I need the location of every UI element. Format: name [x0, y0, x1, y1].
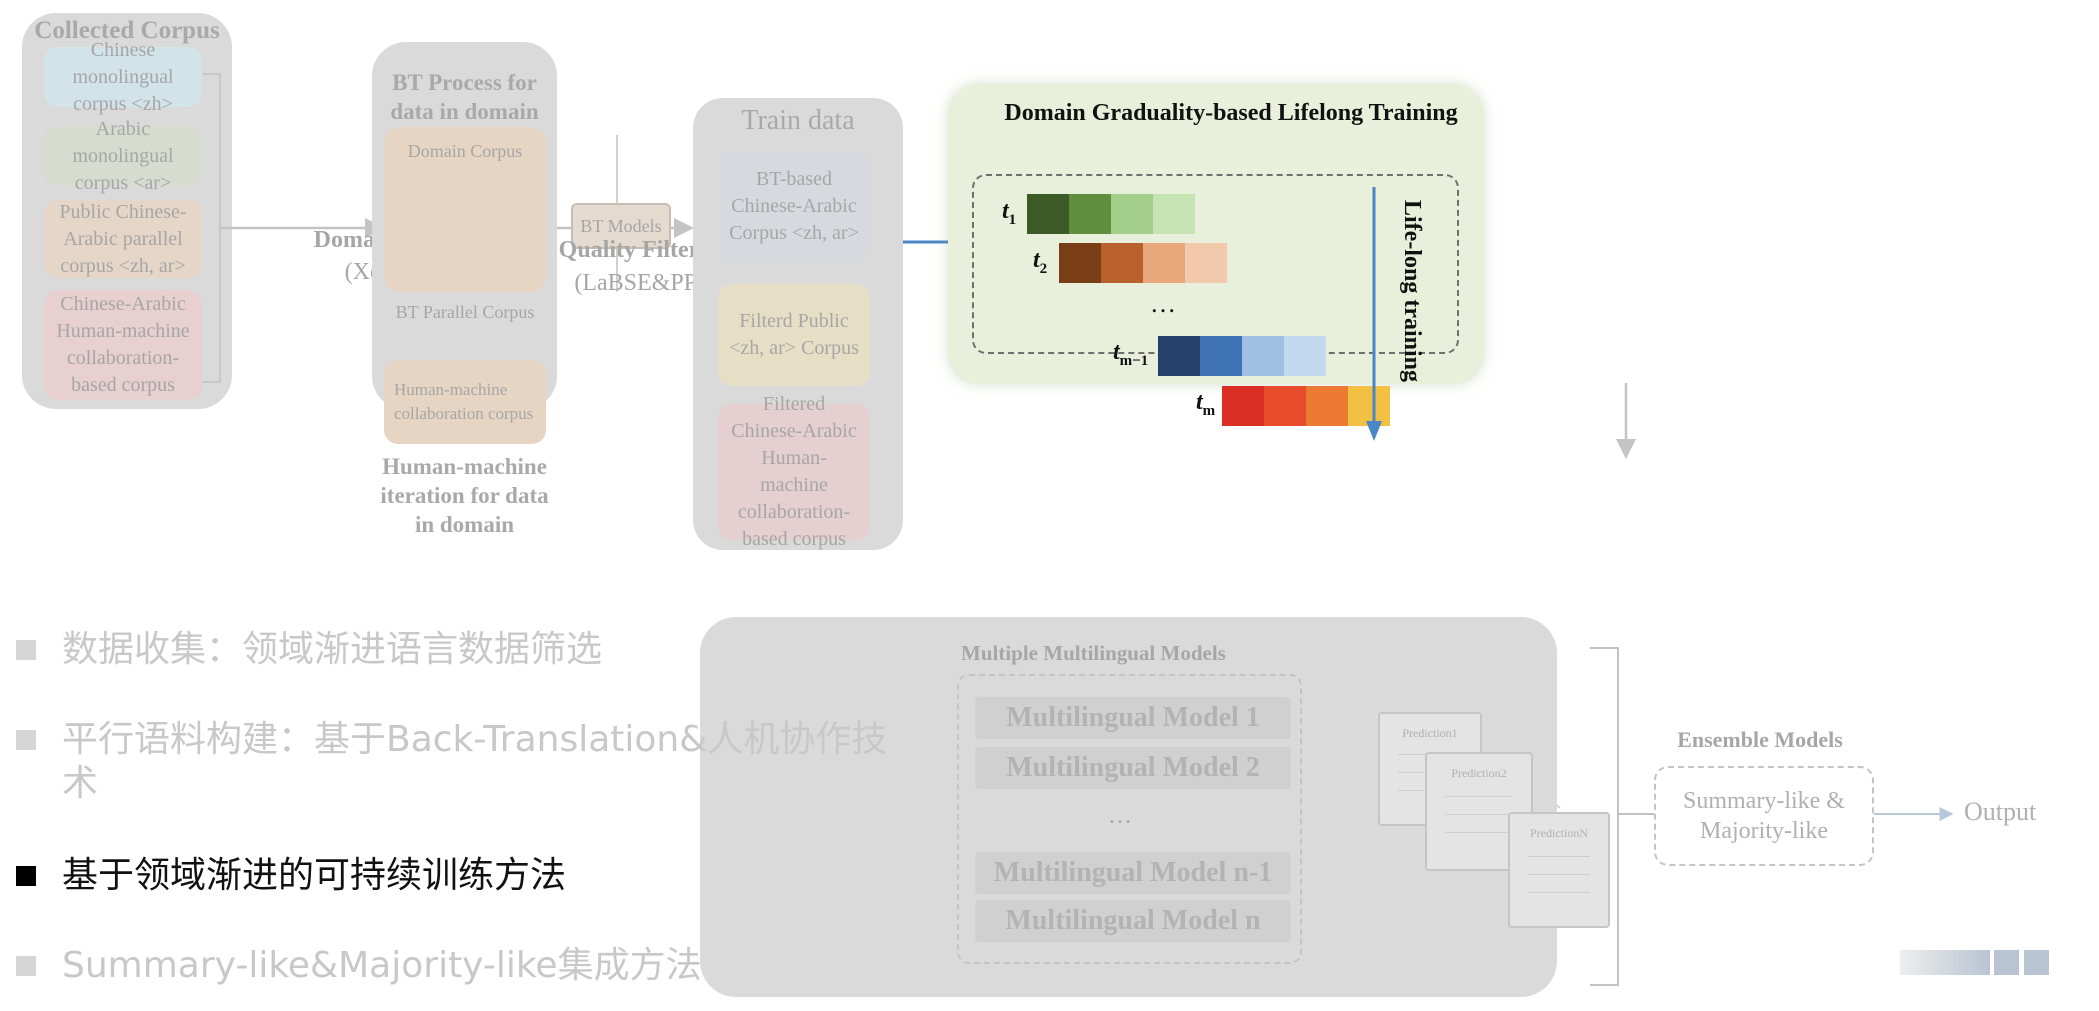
bt-parallel-corpus: BT Parallel Corpus: [395, 302, 535, 322]
filtered-public-box: Filterd Public <zh, ar> Corpus: [718, 284, 870, 386]
output-label: Output: [1964, 797, 2037, 826]
bullet-4-marker: [16, 956, 36, 976]
tm-symbol: t: [1196, 389, 1203, 415]
ensemble-title: Ensemble Models: [1677, 727, 1843, 752]
hm-collab-box: Chinese-Arabic Human-machine collaborati…: [44, 290, 202, 400]
tm-cell-2: [1264, 386, 1306, 426]
t2-subscript: 2: [1039, 260, 1048, 277]
collected-corpus-title: Collected Corpus: [34, 17, 220, 44]
bullet-3-marker: [16, 866, 36, 886]
t2-cell-3: [1143, 243, 1185, 283]
ensemble-group-title: Multiple Multilingual Models: [961, 641, 1226, 665]
public-parallel-box: Public Chinese-Arabic parallel corpus <z…: [44, 200, 202, 278]
tm1-cell-1: [1158, 336, 1200, 376]
tm-subscript: m: [1202, 402, 1216, 419]
tm1-label: tm−1: [1113, 339, 1148, 370]
t2-cell-2: [1101, 243, 1143, 283]
bt-based-corpus-box: BT-based Chinese-Arabic Corpus <zh, ar>: [718, 150, 870, 262]
bullet-2-marker: [16, 730, 36, 750]
prediction-2-label: Prediction2: [1451, 766, 1507, 780]
bt-inner-box: [384, 127, 546, 292]
filtered-hm-box: Filtered Chinese-Arabic Human-machine co…: [718, 393, 870, 550]
t2-cell-1: [1059, 243, 1101, 283]
t1-label: t1: [1002, 198, 1016, 229]
prediction-n-label: PredictionN: [1530, 826, 1588, 840]
t2-label: t2: [1033, 247, 1047, 278]
tm-cell-1: [1222, 386, 1264, 426]
lifelong-title: Domain Graduality-based Lifelong Trainin…: [1004, 100, 1458, 126]
tm1-cell-4: [1284, 336, 1326, 376]
multilingual-model-n-minus-1: Multilingual Model n-1: [975, 852, 1291, 894]
prediction-n-scroll: PredictionN: [1508, 812, 1610, 928]
t2-cell-4: [1185, 243, 1227, 283]
lifelong-panel: [948, 84, 1484, 384]
bullet-2-text: 平行语料构建：基于Back-Translation&人机协作技术: [62, 719, 888, 804]
t1-subscript: 1: [1008, 211, 1017, 228]
bullet-4-text: Summary-like&Majority-like集成方法: [62, 945, 702, 986]
t1-cell-2: [1069, 194, 1111, 234]
lifelong-ellipsis: …: [1150, 289, 1176, 318]
lifelong-arrow: [1366, 187, 1382, 441]
bt-process-title: BT Process for data in domain: [390, 70, 539, 124]
tm-cell-4: [1348, 386, 1390, 426]
t1-cell-1: [1027, 194, 1069, 234]
footer-square-1: [1994, 950, 2019, 975]
tm1-cell-2: [1200, 336, 1242, 376]
models-dashed-box: [957, 674, 1302, 964]
hm-iteration-title: Human-machine iteration for data in doma…: [380, 454, 549, 537]
lifelong-side-label: Life-long training: [1399, 200, 1425, 383]
t1-cell-3: [1111, 194, 1153, 234]
bullet-1-marker: [16, 640, 36, 660]
train-data-title: Train data: [741, 105, 855, 136]
multilingual-model-1: Multilingual Model 1: [975, 697, 1291, 739]
prediction-1-label: Prediction1: [1402, 726, 1458, 740]
hm-collab-corpus-box: Human-machine collaboration corpus: [384, 360, 546, 444]
tm1-cell-3: [1242, 336, 1284, 376]
footer-decoration: [1900, 950, 1990, 975]
multilingual-model-n: Multilingual Model n: [975, 900, 1291, 942]
multilingual-model-2: Multilingual Model 2: [975, 747, 1291, 789]
tm-cell-3: [1306, 386, 1348, 426]
models-ellipsis: …: [1108, 803, 1132, 829]
t1-cell-4: [1153, 194, 1195, 234]
t2-symbol: t: [1033, 247, 1040, 273]
t1-symbol: t: [1002, 198, 1009, 224]
ensemble-method-box: Summary-like & Majority-like: [1654, 766, 1874, 866]
bullet-3-text: 基于领域渐进的可持续训练方法: [62, 855, 567, 896]
tm1-subscript: m−1: [1119, 352, 1149, 369]
footer-square-2: [2024, 950, 2049, 975]
bullet-1-text: 数据收集：领域渐进语言数据筛选: [62, 629, 603, 670]
bt-domain-corpus: Domain Corpus: [407, 141, 523, 161]
tm-label: tm: [1196, 389, 1215, 420]
bt-models-box: BT Models: [571, 203, 671, 249]
tm1-symbol: t: [1113, 339, 1120, 365]
